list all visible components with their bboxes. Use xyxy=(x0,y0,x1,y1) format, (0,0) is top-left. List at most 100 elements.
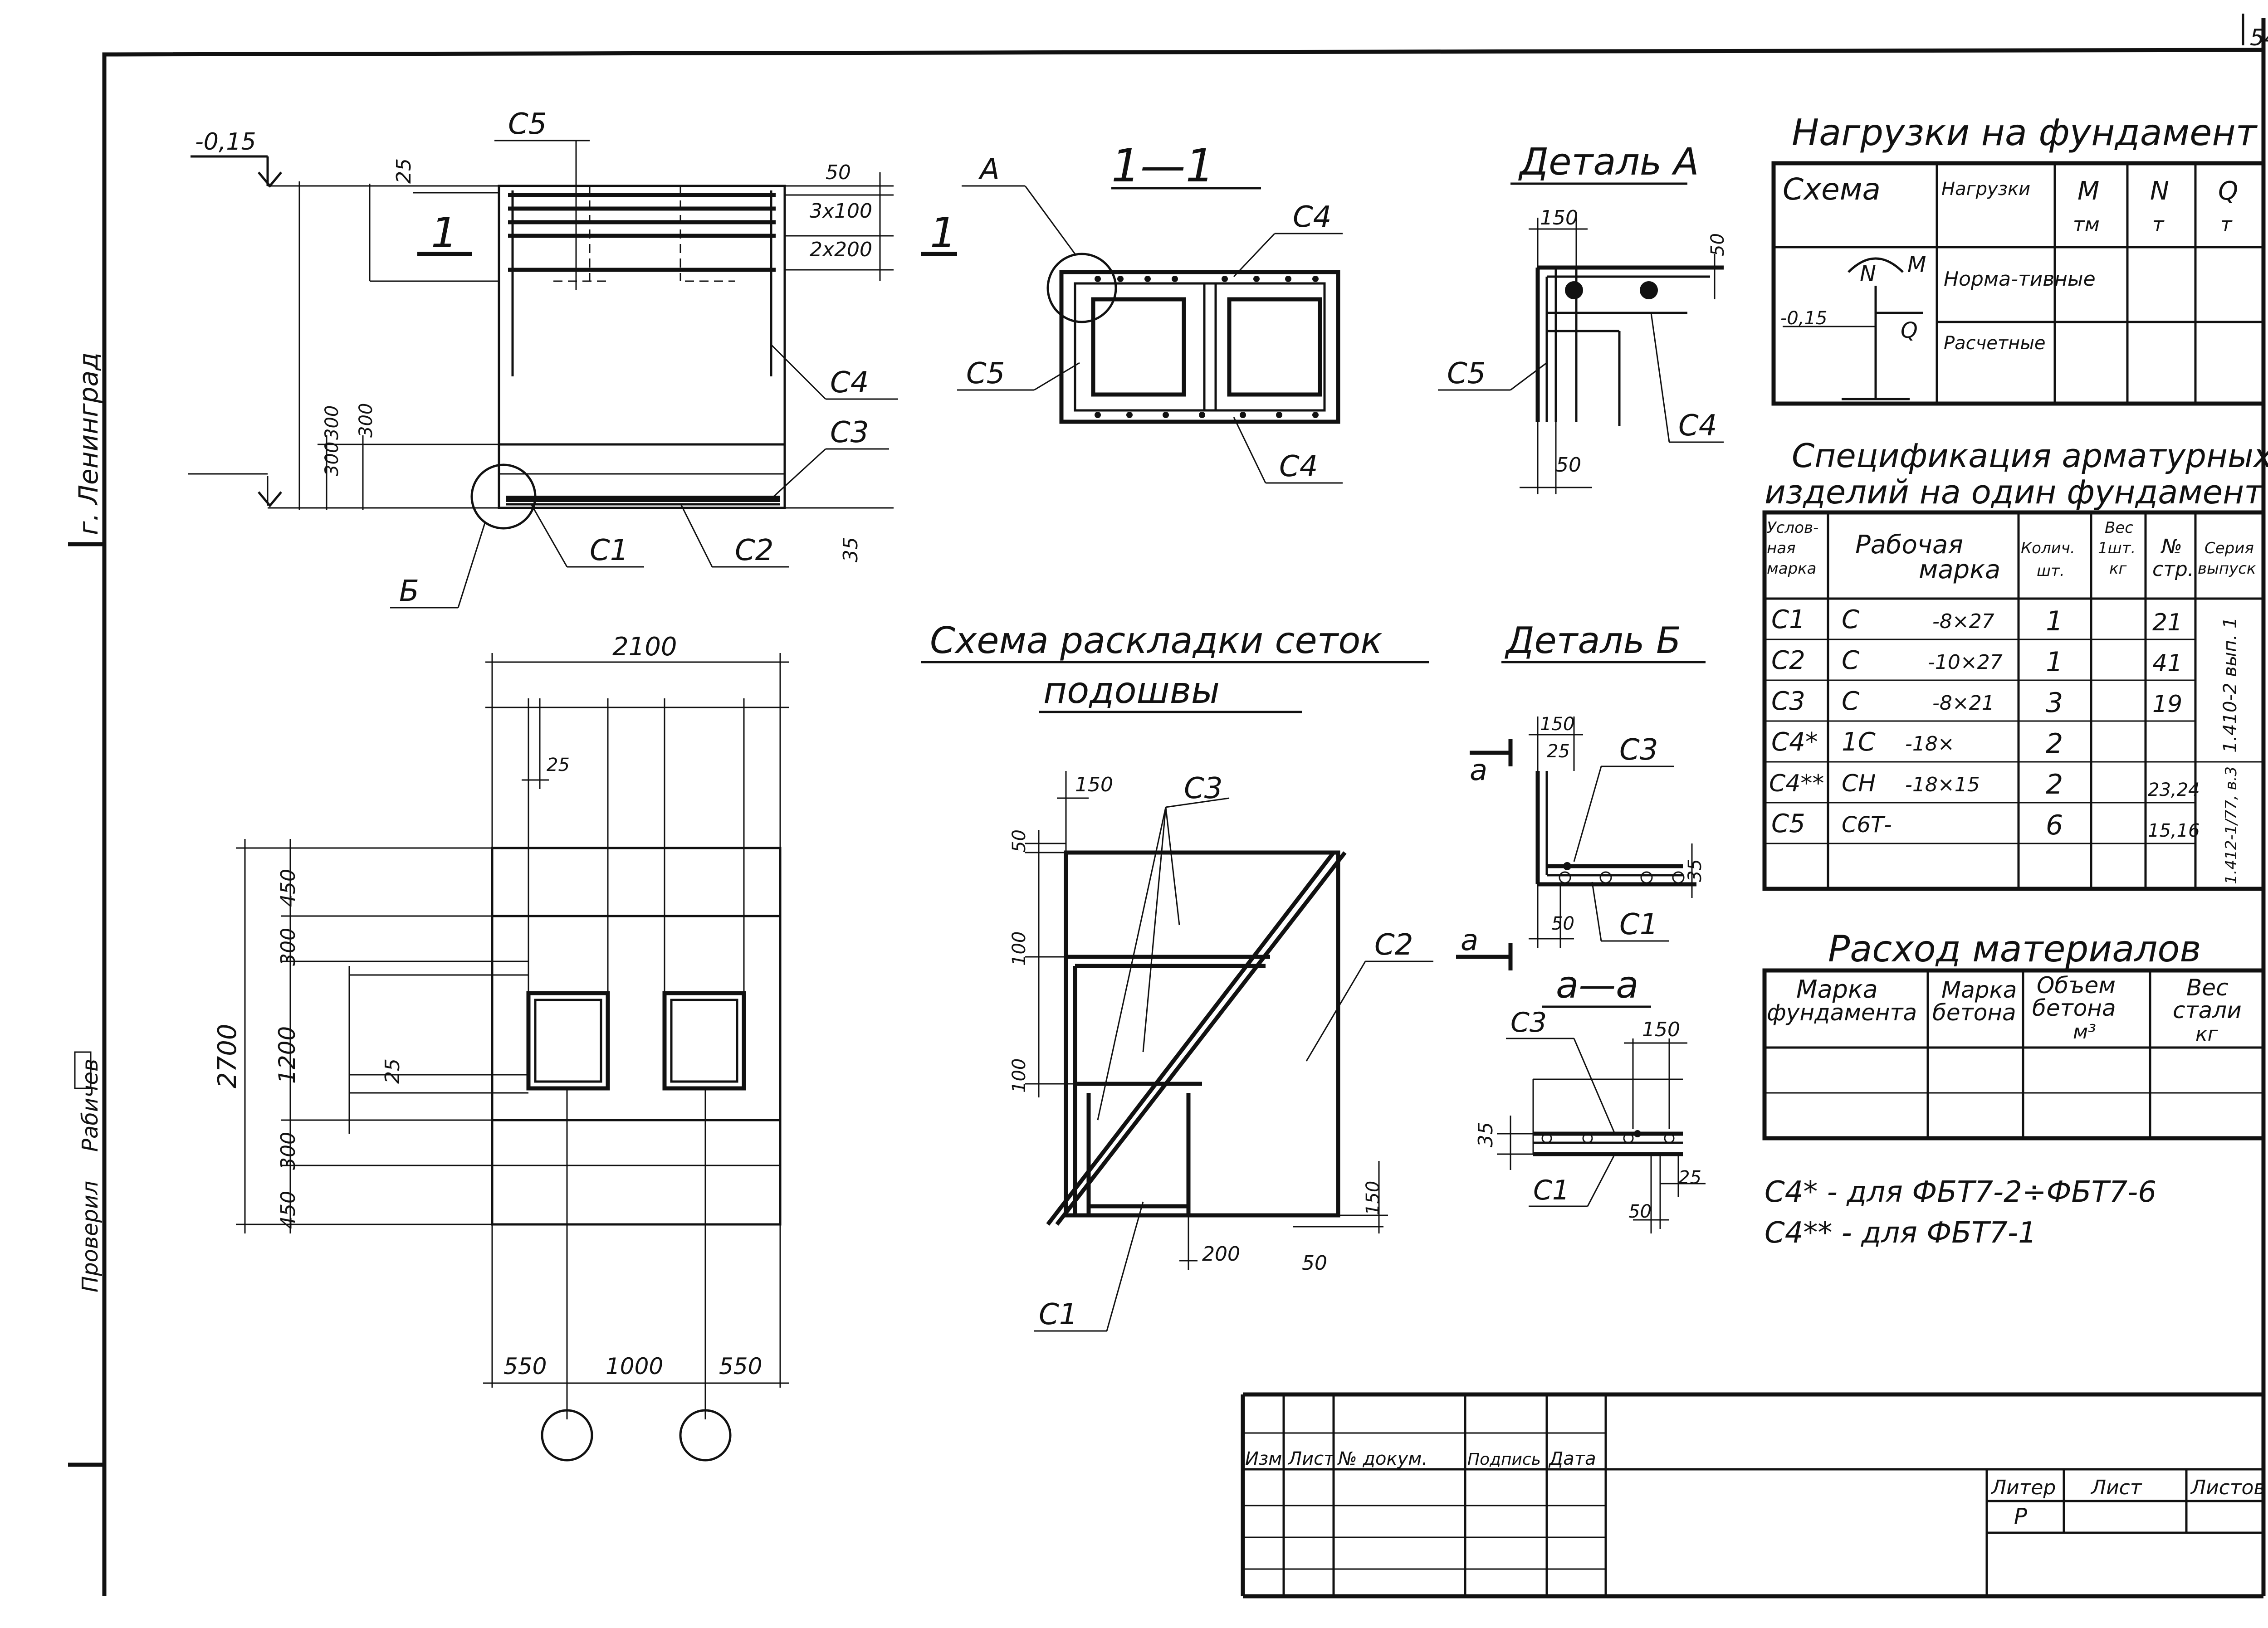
margin-city: г. Ленинград xyxy=(73,352,104,535)
mesh-scheme: Схема раскладки сеток подошвы С3 С2 С1 1… xyxy=(921,619,1433,1332)
note-1: С4* - для ФБТ7-2÷ФБТ7-6 xyxy=(1765,1175,2156,1209)
section-1-1-label-a: А xyxy=(978,153,1000,186)
spec-cell-qty: 2 xyxy=(2046,769,2063,800)
detail-b-label-c3: С3 xyxy=(1619,733,1658,767)
spec-h-page-1: № xyxy=(2160,535,2182,558)
loads-unit-m: тм xyxy=(2073,213,2100,236)
plan-dim-2700: 2700 xyxy=(213,1024,242,1088)
section-label-c3: С3 xyxy=(830,416,869,449)
tb-col-izm: Изм xyxy=(1245,1448,1282,1469)
loads-unit-n: т xyxy=(2152,213,2165,236)
spec-cell-qty: 2 xyxy=(2046,728,2063,760)
mesh-title-1: Схема раскладки сеток xyxy=(930,619,1383,662)
section-a-a-label-c3: С3 xyxy=(1510,1007,1547,1038)
notes: С4* - для ФБТ7-2÷ФБТ7-6 С4** - для ФБТ7-… xyxy=(1765,1175,2156,1250)
section-a-a-dim-50: 50 xyxy=(1628,1201,1652,1222)
materials-h-wt-1: Вес xyxy=(2186,975,2229,1001)
spec-cell-mark: С5 xyxy=(1771,809,1805,838)
spec-h-work-2: марка xyxy=(1919,555,2000,585)
spec-cell-prefix: С xyxy=(1842,646,1859,675)
materials-h-cmark-2: бетона xyxy=(1932,999,2016,1026)
spec-h-qty-2: шт. xyxy=(2037,562,2065,580)
spec-cell-size: -10×27 xyxy=(1928,651,2003,674)
spec-cell-size: -18×15 xyxy=(1905,773,1980,796)
note-2: С4** - для ФБТ7-1 xyxy=(1765,1216,2037,1250)
materials-h-vol-3: м³ xyxy=(2073,1020,2096,1043)
mesh-dim-200: 200 xyxy=(1202,1243,1240,1266)
loads-header-n: N xyxy=(2150,176,2169,206)
detail-b-dim-25: 25 xyxy=(1547,741,1570,762)
mesh-dim-150-top: 150 xyxy=(1075,773,1113,796)
foundation-plan: 2100 25 2700 450 300 1200 300 450 25 550… xyxy=(213,632,789,1462)
dim-35: 35 xyxy=(839,537,862,562)
spec-cell-prefix: С6Т- xyxy=(1842,812,1892,838)
title-block: Изм Лист № докум. Подпись Дата Литер Лис… xyxy=(1241,1392,2265,1599)
plan-dim-25-top: 25 xyxy=(547,755,570,775)
detail-b-cut-bottom: а xyxy=(1461,924,1478,957)
spec-cell-size: -8×27 xyxy=(1932,610,1994,633)
sheet-number: 54 xyxy=(2250,24,2268,51)
detail-a-dim-50-top: 50 xyxy=(1707,233,1728,256)
loads-unit-q: т xyxy=(2220,213,2233,236)
spec-h-page-2: стр. xyxy=(2152,558,2194,581)
detail-a-marker xyxy=(1046,253,1117,323)
spec-cell-mark: С3 xyxy=(1771,687,1805,716)
plan-dim-300-bottom: 300 xyxy=(277,1132,300,1170)
section-a-a-label-c1: С1 xyxy=(1533,1175,1569,1206)
loads-header-m: М xyxy=(2077,176,2099,206)
mesh-dim-50-left: 50 xyxy=(1009,829,1030,853)
left-margin: г. Ленинград Проверил Рабичев xyxy=(68,352,104,1467)
spec-cell-qty: 6 xyxy=(2046,809,2063,841)
materials-h-wt-2: стали xyxy=(2173,997,2242,1024)
loads-table: Нагрузки на фундамент Схема Нагрузки М N… xyxy=(1771,112,2266,406)
plan-dim-550-right: 550 xyxy=(719,1353,762,1379)
loads-scheme-n: N xyxy=(1860,261,1876,287)
plan-dim-1200: 1200 xyxy=(274,1026,300,1084)
dim-2x200: 2х200 xyxy=(810,238,872,261)
detail-b-marker xyxy=(470,463,537,530)
mesh-dim-100-b: 100 xyxy=(1009,1058,1030,1093)
detail-a: Деталь А 150 50 50 С5 С4 xyxy=(1438,141,1728,494)
spec-h-mark-3: марка xyxy=(1767,560,1816,578)
loads-header-q: Q xyxy=(2218,176,2238,206)
detail-b: Деталь Б а а 150 25 35 50 С3 xyxy=(1456,619,1706,970)
section-label-c1: С1 xyxy=(590,534,628,567)
detail-a-dim-50-bottom: 50 xyxy=(1556,453,1581,477)
detail-b-dim-50: 50 xyxy=(1551,913,1574,934)
spec-cell-qty: 1 xyxy=(2046,605,2063,637)
plan-dim-550-left: 550 xyxy=(503,1353,547,1379)
mesh-dim-150-right: 150 xyxy=(1363,1181,1383,1215)
detail-a-dim-150: 150 xyxy=(1540,206,1578,229)
dim-3x100: 3х100 xyxy=(810,200,872,223)
spec-series-2: 1.412-1/77, в.3 xyxy=(2222,766,2240,884)
materials-title: Расход материалов xyxy=(1828,928,2201,970)
spec-table: Спецификация арматурных изделий на один … xyxy=(1762,437,2268,891)
detail-a-label-c5: С5 xyxy=(1447,357,1486,390)
tb-col-date: Дата xyxy=(1548,1448,1596,1469)
spec-cell-mark: С1 xyxy=(1771,605,1805,634)
section-a-a-title: а—а xyxy=(1556,964,1639,1007)
materials-h-fmark-1: Марка xyxy=(1796,975,1878,1004)
loads-header-loads: Нагрузки xyxy=(1941,179,2030,200)
spec-h-work-1: Рабочая xyxy=(1855,530,1963,560)
loads-row-normative: Норма-тивные xyxy=(1944,268,2096,291)
section-1-1-label-c5: С5 xyxy=(966,357,1005,390)
spec-title-1: Спецификация арматурных xyxy=(1792,437,2268,475)
dim-25-top: 25 xyxy=(392,158,415,184)
section-label-b: Б xyxy=(399,575,419,608)
materials-h-cmark-1: Марка xyxy=(1941,977,2017,1003)
plan-dim-450-top: 450 xyxy=(277,869,300,907)
spec-cell-mark: С2 xyxy=(1771,646,1805,675)
dim-300-a: 300 xyxy=(322,442,342,476)
loads-scheme-level: -0,15 xyxy=(1780,308,1828,329)
spec-cell-mark: С4* xyxy=(1771,727,1818,757)
spec-row-2: С3 С -8×21 3 19 xyxy=(1771,687,2182,719)
section-label-c2: С2 xyxy=(735,534,773,567)
spec-cell-mark: С4** xyxy=(1769,770,1824,797)
spec-row-5: С5 С6Т- 6 15,16 xyxy=(1771,809,2200,841)
section-label-c5: С5 xyxy=(508,107,547,141)
spec-cell-prefix: 1С xyxy=(1842,727,1876,757)
plan-dim-300-top: 300 xyxy=(277,928,300,966)
spec-row-0: С1 С -8×27 1 21 xyxy=(1771,605,2182,637)
